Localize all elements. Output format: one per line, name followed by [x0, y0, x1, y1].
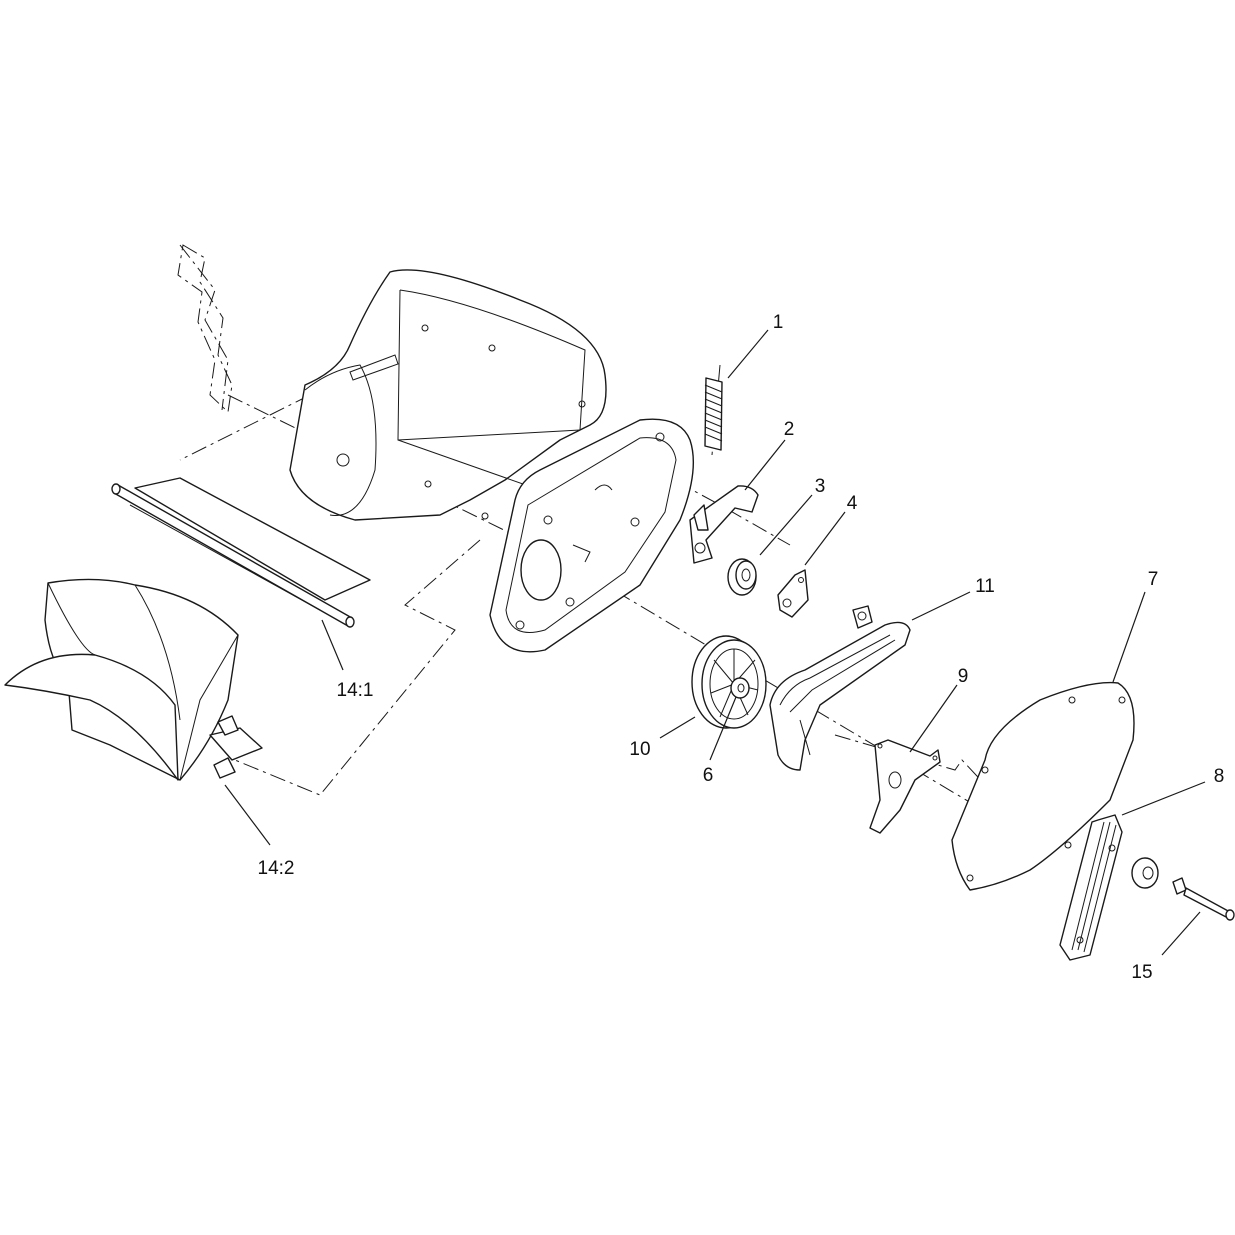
belt-cover	[951, 681, 1135, 891]
auger-housing	[289, 269, 607, 521]
callout-4: 4	[847, 493, 858, 514]
callout-8: 8	[1214, 766, 1225, 787]
callout-9: 9	[958, 666, 969, 687]
callout-11: 11	[975, 576, 995, 597]
callout-14-1: 14:1	[337, 680, 374, 701]
leader-lines	[224, 329, 1206, 956]
callout-15: 15	[1131, 962, 1152, 983]
drive-belt	[769, 605, 911, 771]
scraper-bar	[111, 477, 371, 628]
pulley-hub-icon	[730, 677, 750, 699]
bolt-assembly	[1131, 857, 1235, 921]
callout-1: 1	[773, 312, 784, 333]
callout-labels: 1 2 3 4 6 7 8 9 10 11 14:1 14:2 15	[258, 312, 1225, 983]
idler-arm	[689, 485, 759, 564]
spring	[704, 377, 723, 451]
idler-plate	[869, 739, 941, 834]
callout-2: 2	[784, 419, 795, 440]
belt-keeper-icon	[852, 605, 873, 629]
bearing	[727, 558, 757, 596]
auger-assembly	[4, 578, 263, 781]
callout-14-2: 14:2	[258, 858, 295, 879]
callout-10: 10	[629, 739, 650, 760]
housing-hole-icon	[336, 453, 350, 467]
idler-pulley-stack	[1059, 814, 1123, 961]
chute-reference-outline	[177, 244, 233, 414]
bracket	[777, 569, 809, 618]
auger-hub-icon	[209, 727, 263, 761]
drive-pulley	[691, 635, 767, 729]
callout-7: 7	[1148, 569, 1159, 590]
belt-case-side	[489, 418, 694, 653]
axle-opening-icon	[520, 539, 562, 601]
callout-3: 3	[815, 476, 826, 497]
callout-6: 6	[703, 765, 714, 786]
